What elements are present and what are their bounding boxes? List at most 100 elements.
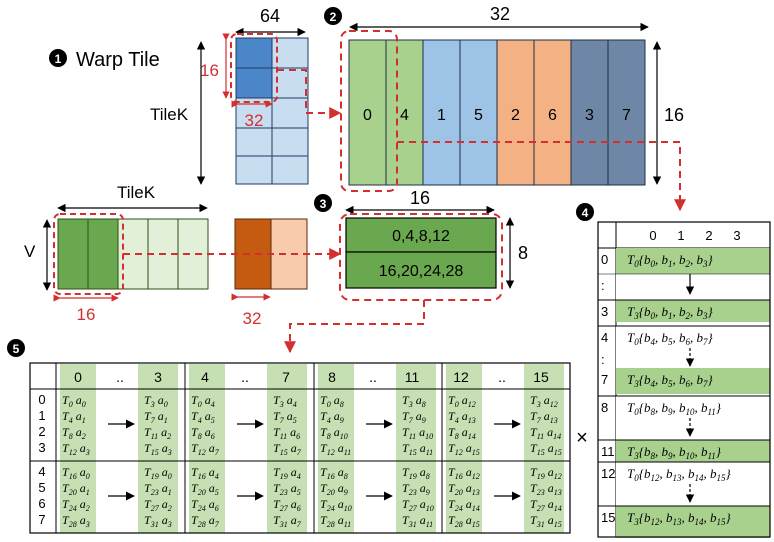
p4-row-label: 15 [601,510,615,525]
p5-cell: T7 a1 [144,409,168,425]
p4-header-cell: 0 [649,228,656,243]
p4-row-label: 12 [601,466,615,481]
p5-cell: T12 a7 [191,441,220,457]
p5-cell: T23 a1 [144,481,172,497]
p4-row-label: : [601,352,605,367]
p5-cell: T27 a10 [402,497,434,513]
p5-header-cell: .. [369,369,377,385]
p5-cell: T23 a13 [530,481,562,497]
p2-column [533,39,572,186]
p4-header-cell: 2 [705,228,712,243]
p4-row-content: T0{b0, b1, b2, b3} [627,252,713,269]
p5-cell: T23 a5 [273,481,301,497]
p5-cell: T31 a7 [273,513,302,529]
p4-row [616,440,770,462]
p3-row-1-label: 16,20,24,28 [379,263,464,280]
badge-4-icon [576,203,594,221]
p5-cell: T16 a8 [320,465,348,481]
p2-column [348,39,387,186]
p5-cell: T11 a6 [273,425,300,441]
p2-highlight [340,30,398,192]
tilek-bottom-label: TileK [117,183,156,202]
p3-row-0-label: 0,4,8,12 [392,228,450,245]
p5-header-cell: .. [241,369,249,385]
p4-row [616,368,770,394]
badge-5: 5 [13,342,20,356]
p5-row-label: 4 [38,464,45,479]
p2-column-label: 5 [474,107,483,124]
p4-header-cell: 3 [733,228,740,243]
p5-cell: T31 a3 [144,513,172,529]
p5-cell: T16 a0 [62,465,90,481]
p4-row [616,506,770,538]
connector-2-to-4 [397,141,686,212]
p5-header-cell: 3 [154,369,162,385]
p5-cell: T31 a11 [402,513,433,529]
p2-column-label: 1 [437,107,446,124]
dim-8-label: 8 [518,243,528,263]
p5-cell: T19 a4 [273,465,301,481]
p5-header-cell: .. [498,369,506,385]
p5-header-cell: 11 [405,369,420,385]
panel-3: 3 16 0,4,8,12 16,20,24,28 8 [284,188,528,354]
connector-3-to-5 [284,300,425,354]
p5-header-cell: 0 [74,369,82,385]
p4-row-content: T0{b12, b13, b14, b15} [627,466,731,483]
p5-cell: T3 a12 [530,393,558,409]
p2-column-label: 3 [585,107,594,124]
badge-3-icon [314,194,332,212]
p4-row-content: T3{b4, b5, b6, b7} [627,372,713,389]
dim-32-top-label: 32 [490,4,510,24]
p5-header-cell: 12 [453,369,469,385]
p5-cell: T20 a13 [448,481,480,497]
b-tile-grid [235,37,309,185]
p3-row-0 [345,217,497,253]
p5-row-label: 7 [38,512,45,527]
tilek-left-label: TileK [150,105,189,124]
p5-cell: T0 a0 [62,393,86,409]
p5-cell: T27 a6 [273,497,301,513]
p5-cell: T11 a14 [530,425,561,441]
p5-cell: T27 a2 [144,497,172,513]
p5-row-label: 3 [38,440,45,455]
p2-column-label: 2 [511,107,520,124]
p5-cell: T24 a14 [448,497,480,513]
p5-cell: T28 a11 [320,513,351,529]
p4-row [616,326,770,348]
badge-1: 1 [55,52,62,66]
badge-1-icon [49,49,67,67]
p2-column [422,39,461,186]
p5-row-label: 2 [38,424,45,439]
p4-row-label: 8 [601,400,608,415]
dim-32-label: 32 [245,111,264,130]
p2-column-label: 7 [622,107,631,124]
p5-cell: T20 a5 [191,481,219,497]
p4-row-label: 4 [601,330,608,345]
p5-header-cell: 7 [282,369,290,385]
p2-column [385,39,424,186]
p5-cell: T3 a4 [273,393,297,409]
dim-16-label: 16 [200,61,219,80]
p5-header-cell: 8 [328,369,336,385]
p2-column [607,39,646,186]
p4-row-content: T0{b4, b5, b6, b7} [627,330,713,347]
p5-row-label: 0 [38,392,45,407]
p2-column-label: 0 [363,107,372,124]
p5-cell: T24 a10 [320,497,352,513]
p5-row-label: 1 [38,408,45,423]
p5-cell: T4 a1 [62,409,86,425]
p5-cell: T8 a14 [448,425,476,441]
p5-cell: T3 a8 [402,393,426,409]
p2-column-label: 4 [400,107,409,124]
p5-cell: T19 a0 [144,465,172,481]
p5-cell: T15 a11 [402,441,433,457]
p5-cell: T28 a7 [191,513,220,529]
p5-cell: T0 a8 [320,393,344,409]
p5-cell: T19 a12 [530,465,562,481]
badge-2: 2 [330,10,337,24]
